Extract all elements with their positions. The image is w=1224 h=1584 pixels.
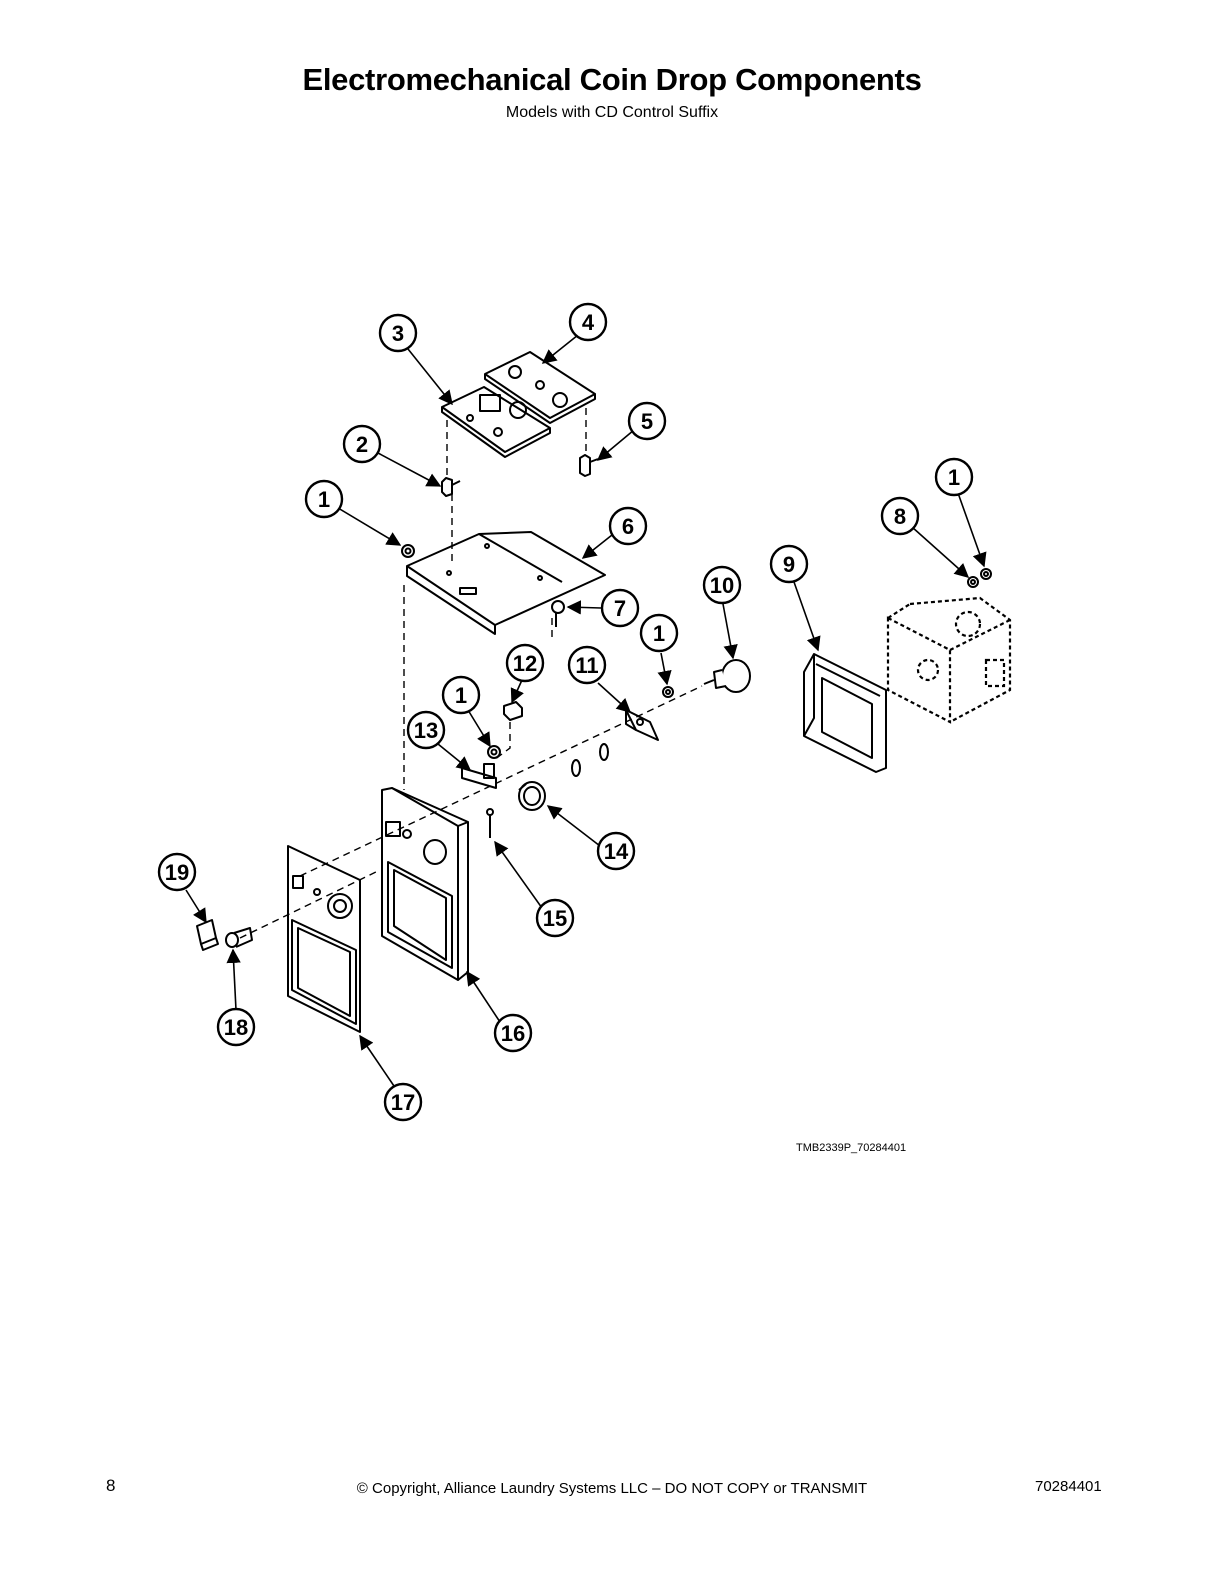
callout-label: 5 <box>641 409 653 434</box>
nut-1-b <box>487 745 501 759</box>
control-overlay-17 <box>287 845 361 1033</box>
bracket-11 <box>625 709 659 741</box>
pin-15 <box>486 808 494 838</box>
callout-circle <box>702 565 742 605</box>
gasket-9 <box>803 653 887 773</box>
callout-circle <box>441 675 481 715</box>
callout-circle <box>596 831 636 871</box>
callout-label: 11 <box>575 653 598 678</box>
callout-11: 11 <box>567 645 607 685</box>
mounting-bracket-6 <box>406 531 606 635</box>
callout-1: 1 <box>304 479 344 519</box>
callout-circle <box>880 496 920 536</box>
callout-3: 3 <box>378 313 418 353</box>
callout-label: 18 <box>224 1015 248 1040</box>
callout-circle <box>608 506 648 546</box>
callout-circle <box>383 1082 423 1122</box>
callout-label: 10 <box>710 573 734 598</box>
control-panel-16 <box>381 787 469 981</box>
document-number: 70284401 <box>1035 1478 1102 1495</box>
circuit-board-3 <box>441 386 551 458</box>
callout-1: 1 <box>934 457 974 497</box>
callout-circle <box>304 479 344 519</box>
callout-circle <box>567 645 607 685</box>
callout-label: 16 <box>501 1021 525 1046</box>
callout-circle <box>342 424 382 464</box>
callout-label: 6 <box>622 514 634 539</box>
callout-13: 13 <box>406 710 446 750</box>
knob-14 <box>518 781 546 811</box>
callout-circle <box>216 1007 256 1047</box>
callout-label: 19 <box>165 860 189 885</box>
callout-circle <box>378 313 418 353</box>
page-title: Electromechanical Coin Drop Components <box>302 62 922 97</box>
callout-19: 19 <box>157 852 197 892</box>
callout-10: 10 <box>702 565 742 605</box>
circuit-board-4 <box>484 351 596 593</box>
rocker-switch-19 <box>196 919 219 951</box>
callout-label: 7 <box>614 596 626 621</box>
callout-circle <box>934 457 974 497</box>
callout-circle <box>769 544 809 584</box>
callout-7: 7 <box>600 588 640 628</box>
clip-12 <box>503 701 523 721</box>
callout-4: 4 <box>568 302 608 342</box>
callout-label: 1 <box>948 465 960 490</box>
callout-6: 6 <box>608 506 648 546</box>
nut-1-c <box>662 686 674 698</box>
screw-7 <box>551 600 565 627</box>
copyright-notice: © Copyright, Alliance Laundry Systems LL… <box>356 1480 868 1497</box>
callout-18: 18 <box>216 1007 256 1047</box>
standoff-5 <box>579 454 599 477</box>
nut-1-d <box>980 568 992 580</box>
callout-label: 8 <box>894 504 906 529</box>
callout-label: 3 <box>392 321 404 346</box>
callout-1: 1 <box>441 675 481 715</box>
callout-circle <box>406 710 446 750</box>
latch-13 <box>461 763 497 789</box>
drawing-code: TMB2339P_70284401 <box>796 1142 907 1154</box>
callout-label: 14 <box>604 839 629 864</box>
callout-2: 2 <box>342 424 382 464</box>
indicator-lamp-18 <box>225 927 253 948</box>
timer-assembly <box>886 596 1012 724</box>
callout-label: 17 <box>391 1090 415 1115</box>
page-subtitle: Models with CD Control Suffix <box>505 104 719 121</box>
callout-label: 4 <box>582 310 595 335</box>
callout-8: 8 <box>880 496 920 536</box>
callout-circle <box>627 401 667 441</box>
callout-label: 9 <box>783 552 795 577</box>
callout-label: 1 <box>318 487 330 512</box>
timer-knob-10 <box>703 659 751 693</box>
callout-label: 2 <box>356 432 368 457</box>
callout-circle <box>157 852 197 892</box>
callout-5: 5 <box>627 401 667 441</box>
standoff-2 <box>441 477 461 497</box>
callout-circle <box>568 302 608 342</box>
callout-circle <box>535 898 575 938</box>
callout-circle <box>639 613 679 653</box>
page-number: 8 <box>106 1476 116 1495</box>
callout-14: 14 <box>596 831 636 871</box>
callout-label: 13 <box>414 718 438 743</box>
callout-label: 15 <box>543 906 567 931</box>
nut-1-a <box>401 544 415 558</box>
callout-12: 12 <box>505 643 545 683</box>
callout-label: 1 <box>653 621 665 646</box>
callout-16: 16 <box>493 1013 533 1053</box>
leader-lines <box>185 334 987 1087</box>
callout-label: 12 <box>513 651 537 676</box>
callout-circle <box>493 1013 533 1053</box>
callout-circle <box>600 588 640 628</box>
callout-label: 1 <box>455 683 467 708</box>
callout-9: 9 <box>769 544 809 584</box>
callout-1: 1 <box>639 613 679 653</box>
callout-15: 15 <box>535 898 575 938</box>
washer-8 <box>967 576 979 588</box>
callout-17: 17 <box>383 1082 423 1122</box>
callout-circle <box>505 643 545 683</box>
